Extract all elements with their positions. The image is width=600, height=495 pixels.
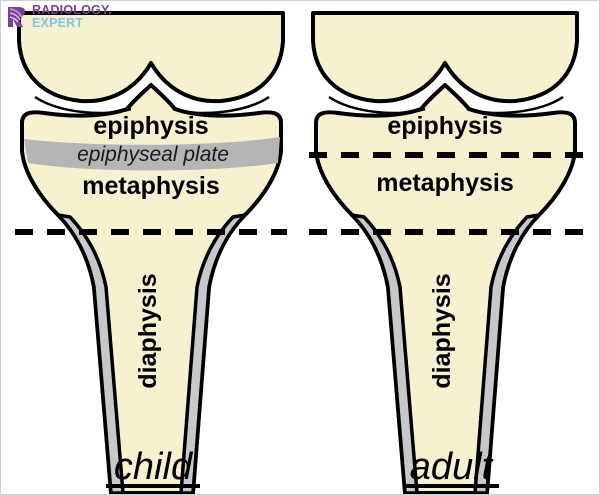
adult-label-diaphysis: diaphysis <box>428 273 456 388</box>
child-label-epiphyseal-plate: epiphyseal plate <box>77 143 229 166</box>
logo-text: RADIOLOGY. EXPERT <box>32 4 112 29</box>
child-plateau-contour-right <box>172 95 270 115</box>
logo-line-expert: EXPERT <box>32 15 84 30</box>
child-epiphyseal-plate-band <box>24 137 280 171</box>
adult-label-epiphysis: epiphysis <box>387 112 502 140</box>
child-plateau-contour-left <box>34 95 132 115</box>
child-femur-condyles <box>17 11 285 104</box>
panel-child: epiphysis epiphyseal plate metaphysis di… <box>15 11 287 494</box>
panel-adult: epiphysis metaphysis diaphysis adult <box>309 11 595 494</box>
adult-label-metaphysis: metaphysis <box>376 169 514 197</box>
logo-line-radiology: RADIOLOGY. <box>32 3 112 17</box>
child-label-metaphysis: metaphysis <box>82 172 220 200</box>
adult-plateau-contour-left <box>328 95 426 115</box>
child-panel-caption: child <box>114 446 194 488</box>
stylized-r-mark-icon <box>8 6 25 27</box>
logo[interactable]: RADIOLOGY. EXPERT <box>6 4 112 29</box>
child-label-diaphysis: diaphysis <box>134 273 162 388</box>
adult-plateau-contour-right <box>466 95 564 115</box>
adult-panel-caption: adult <box>410 446 494 488</box>
adult-femur-condyles <box>311 11 579 104</box>
child-label-epiphysis: epiphysis <box>93 112 208 140</box>
